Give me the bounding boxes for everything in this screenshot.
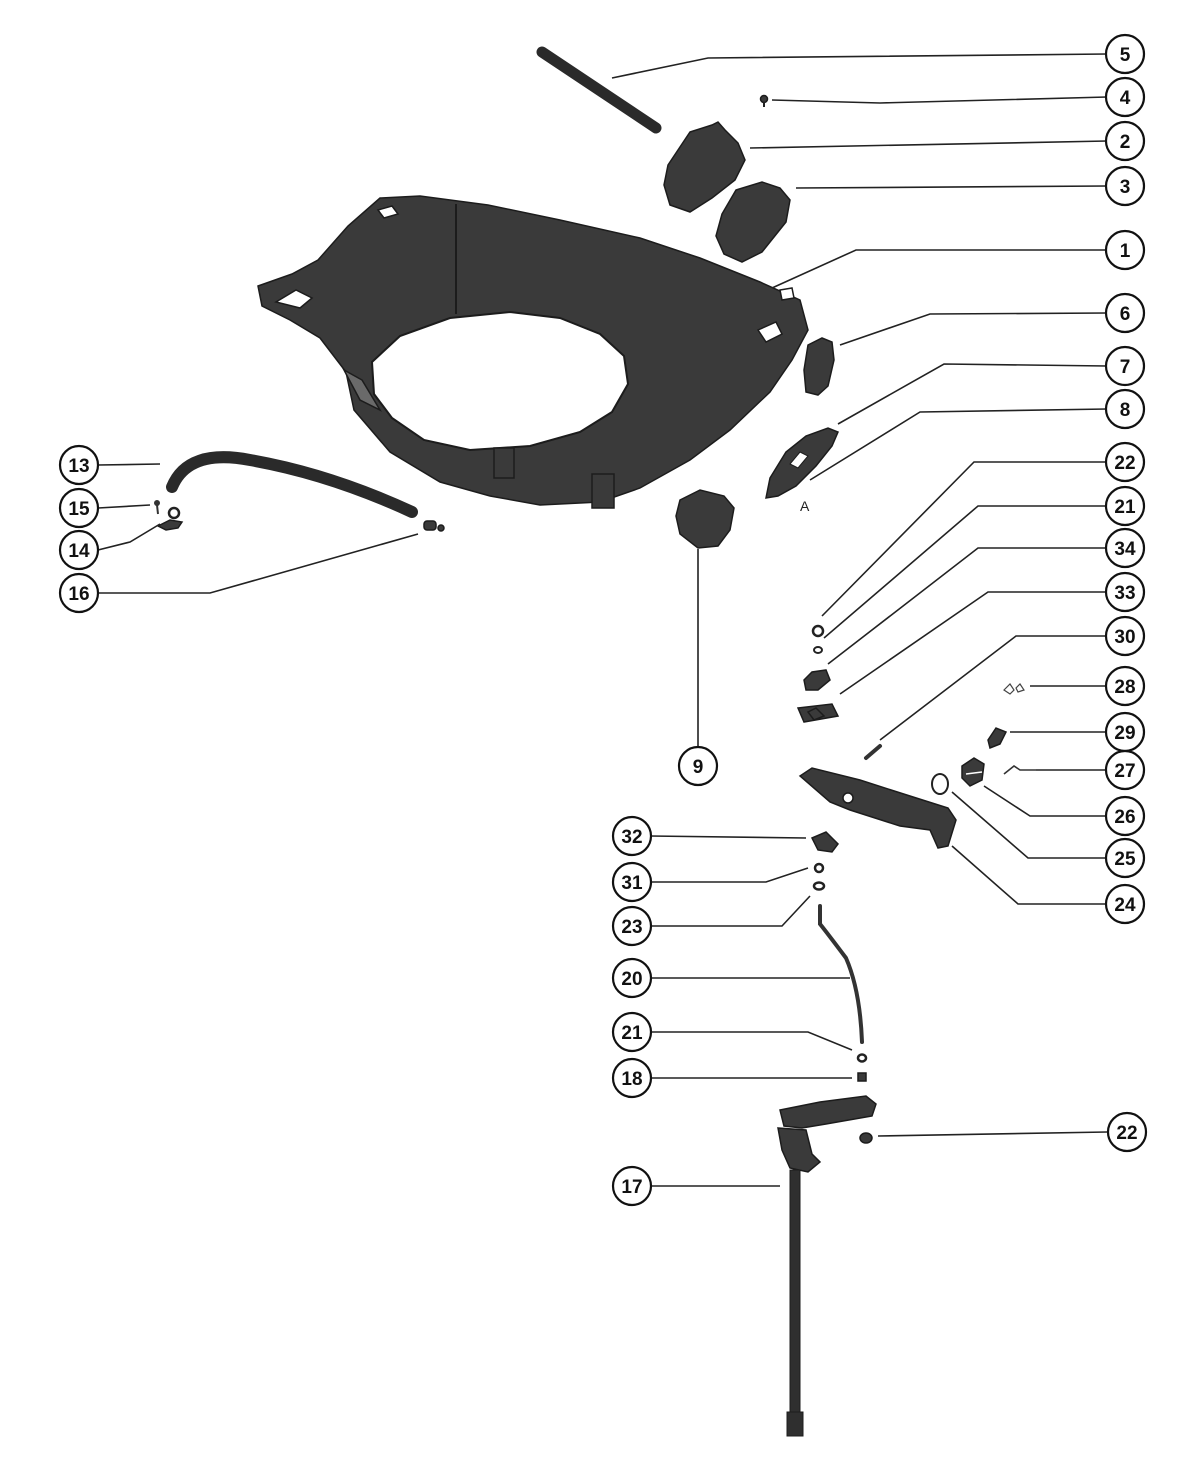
svg-text:21: 21: [621, 1023, 643, 1044]
svg-text:7: 7: [1120, 357, 1131, 378]
svg-text:28: 28: [1114, 677, 1135, 698]
part-22-washer-lower: [859, 1132, 873, 1144]
callout-32: 32: [611, 815, 653, 857]
callout-2: 2: [1104, 120, 1146, 162]
svg-text:31: 31: [621, 873, 643, 894]
svg-text:18: 18: [621, 1069, 642, 1090]
callout-4: 4: [1104, 76, 1146, 118]
callout-20: 20: [611, 957, 653, 999]
part-27-spring: [1003, 765, 1036, 775]
svg-text:6: 6: [1120, 304, 1131, 325]
svg-text:1: 1: [1120, 241, 1131, 262]
callout-8: 8: [1104, 388, 1146, 430]
callout-30: 30: [1104, 615, 1146, 657]
part-21-ring-lower: [856, 1053, 868, 1063]
callout-34: 34: [1104, 527, 1146, 569]
svg-text:25: 25: [1114, 849, 1136, 870]
callout-15: 15: [58, 487, 100, 529]
svg-text:16: 16: [68, 584, 89, 605]
callout-14: 14: [58, 529, 100, 571]
callout-22-lower: 22: [1106, 1111, 1148, 1153]
svg-text:27: 27: [1114, 761, 1135, 782]
part-14-fitting: [156, 506, 184, 531]
callout-29: 29: [1104, 711, 1146, 753]
callout-33: 33: [1104, 571, 1146, 613]
part-8-marker-letter: A: [800, 498, 810, 514]
callout-23: 23: [611, 905, 653, 947]
svg-text:30: 30: [1114, 627, 1135, 648]
svg-text:13: 13: [68, 456, 89, 477]
part-32-block: [810, 831, 839, 853]
callout-22-upper: 22: [1104, 441, 1146, 483]
callout-3: 3: [1104, 165, 1146, 207]
svg-text:34: 34: [1114, 539, 1136, 560]
part-30-pin: [864, 744, 882, 760]
callout-21-lower: 21: [611, 1011, 653, 1053]
callout-9: 9: [677, 745, 719, 787]
svg-text:4: 4: [1120, 88, 1131, 109]
part-25-disc: [931, 773, 949, 795]
svg-text:24: 24: [1114, 895, 1136, 916]
svg-text:15: 15: [68, 499, 90, 520]
part-9-block: [675, 489, 735, 549]
svg-text:21: 21: [1114, 497, 1136, 518]
svg-text:5: 5: [1120, 45, 1131, 66]
svg-text:33: 33: [1114, 583, 1135, 604]
callout-16: 16: [58, 572, 100, 614]
svg-text:20: 20: [621, 969, 642, 990]
svg-text:23: 23: [621, 917, 642, 938]
callout-13: 13: [58, 444, 100, 486]
part-2-bracket: [663, 121, 746, 213]
callout-27: 27: [1104, 749, 1146, 791]
callout-6: 6: [1104, 292, 1146, 334]
svg-text:32: 32: [621, 827, 642, 848]
part-22-washer-upper: [811, 624, 825, 638]
callout-28: 28: [1104, 665, 1146, 707]
part-1-cowl-base: [257, 195, 809, 509]
svg-text:2: 2: [1120, 132, 1131, 153]
svg-text:22: 22: [1116, 1123, 1137, 1144]
part-33-spring: [796, 703, 840, 723]
callout-24: 24: [1104, 883, 1146, 925]
part-20-link-rod: [818, 904, 864, 1044]
part-6-pad: [803, 337, 835, 396]
part-4-screw: [759, 94, 769, 107]
callout-31: 31: [611, 861, 653, 903]
part-26-knob: [961, 757, 985, 787]
part-21-ring-upper: [813, 646, 823, 654]
part-24-lever: [798, 767, 957, 849]
part-34-clip: [803, 669, 831, 691]
leader-lines: [97, 53, 1108, 1187]
callout-25: 25: [1104, 837, 1146, 879]
svg-text:29: 29: [1114, 723, 1135, 744]
svg-text:8: 8: [1120, 400, 1131, 421]
svg-text:26: 26: [1114, 807, 1135, 828]
part-18-nut: [857, 1072, 867, 1082]
callout-17: 17: [611, 1165, 653, 1207]
svg-text:14: 14: [68, 541, 90, 562]
svg-text:9: 9: [693, 757, 704, 778]
part-23-washer: [812, 881, 826, 891]
part-3-pad: [715, 181, 791, 263]
svg-text:3: 3: [1120, 177, 1131, 198]
part-5-rod: [536, 46, 662, 134]
svg-text:17: 17: [621, 1177, 642, 1198]
callout-1: 1: [1104, 229, 1146, 271]
part-29-bracket: [987, 727, 1008, 750]
part-31-nut: [813, 862, 825, 874]
part-17-handle-shaft: [777, 1095, 877, 1437]
part-13-hose: [166, 451, 418, 518]
part-28-screws: [1003, 683, 1025, 695]
callout-7: 7: [1104, 345, 1146, 387]
svg-text:22: 22: [1114, 453, 1135, 474]
callout-18: 18: [611, 1057, 653, 1099]
part-15-pin: [154, 500, 160, 515]
callout-26: 26: [1104, 795, 1146, 837]
callout-21-upper: 21: [1104, 485, 1146, 527]
callout-5: 5: [1104, 33, 1146, 75]
part-16-connector: [423, 520, 445, 532]
